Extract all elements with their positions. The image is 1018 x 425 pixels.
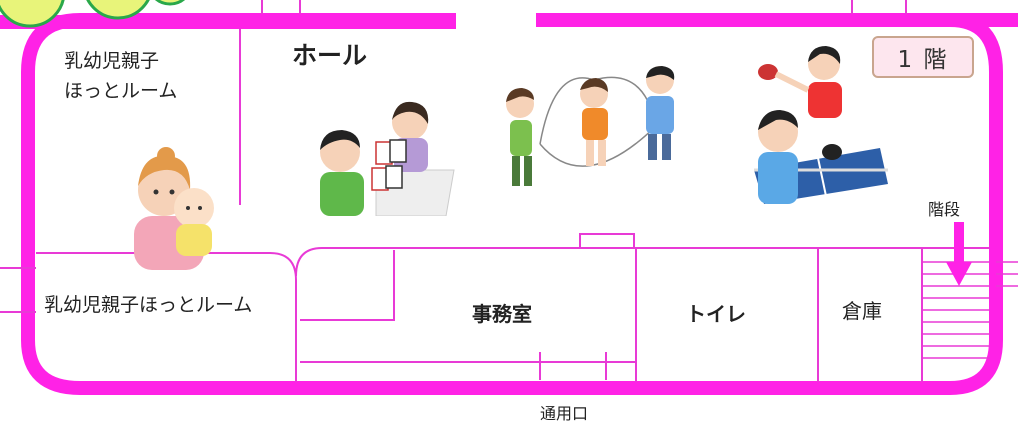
office-label: 事務室 bbox=[472, 302, 532, 326]
storage-label: 倉庫 bbox=[842, 299, 882, 323]
office-door-frame bbox=[579, 233, 635, 249]
office-inner-wall bbox=[300, 250, 395, 321]
table-tennis-illustration bbox=[754, 46, 888, 204]
floor-badge: 1 階 bbox=[872, 36, 974, 78]
bottom-left-room-wall bbox=[36, 252, 297, 382]
hall-label: ホール bbox=[292, 41, 368, 70]
outer-wall bbox=[21, 13, 1003, 395]
nursing-room-bottom-label: 乳幼児親子ほっとルーム bbox=[44, 294, 253, 316]
nursing-room-top-label: 乳幼児親子 ほっとルーム bbox=[64, 50, 178, 102]
jump-rope-illustration bbox=[506, 66, 675, 186]
stairs-label: 階段 bbox=[928, 200, 961, 219]
mother-baby-illustration bbox=[134, 147, 214, 270]
arrow-down-icon bbox=[946, 222, 972, 286]
toilet-label: トイレ bbox=[686, 302, 746, 326]
entrance-label: 通用口 bbox=[540, 404, 589, 423]
corner-badge-icon bbox=[0, 0, 186, 28]
card-game-illustration bbox=[320, 101, 455, 216]
